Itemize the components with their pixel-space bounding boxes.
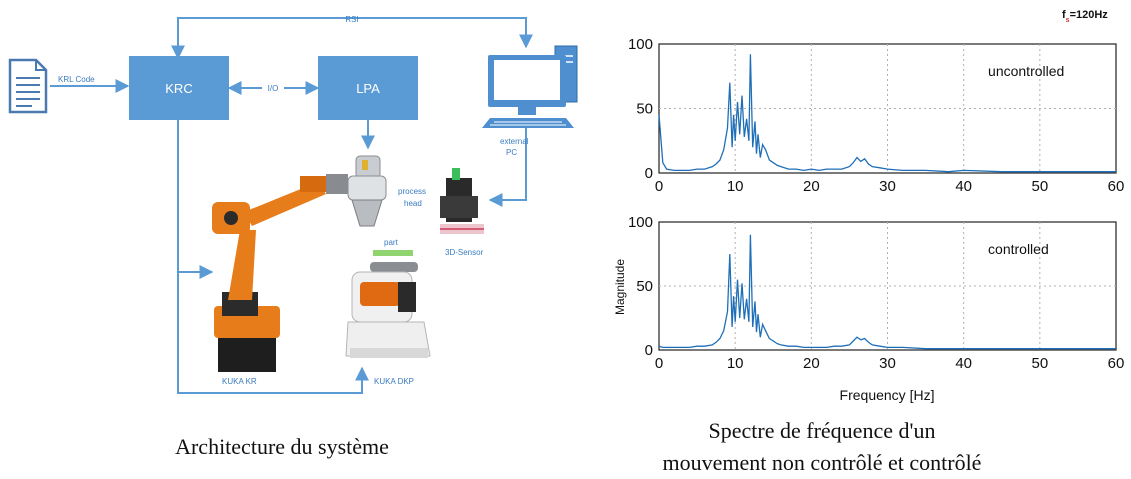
krc-label: KRC <box>165 81 192 96</box>
x-tick-label: 20 <box>803 178 820 195</box>
krc-to-robots-link <box>177 120 369 394</box>
x-tick-label: 20 <box>803 355 820 372</box>
x-tick-label: 40 <box>955 355 972 372</box>
architecture-diagram: RSI KRL Code I/O KRC LPA <box>8 15 578 459</box>
spectrum-line-controlled <box>658 234 1116 350</box>
krc-box <box>129 56 229 120</box>
y-tick-label: 100 <box>628 214 653 231</box>
sensor-image <box>440 168 484 234</box>
y-tick-label: 100 <box>628 36 653 53</box>
x-tick-label: 60 <box>1108 355 1125 372</box>
lpa-box <box>318 56 418 120</box>
document-icon <box>8 58 48 114</box>
y-tick-label: 0 <box>645 165 653 182</box>
annotation-controlled: controlled <box>988 241 1049 257</box>
kuka-dkp-image <box>345 262 431 358</box>
spectrum-caption-line1: Spectre de fréquence d'un <box>709 418 936 443</box>
kuka-kr-robot-image <box>212 174 348 372</box>
spectrum-line-uncontrolled <box>658 54 1116 173</box>
external-pc-label: external PC <box>500 137 531 157</box>
x-tick-label: 0 <box>655 178 663 195</box>
x-tick-label: 50 <box>1031 355 1048 372</box>
process-head-image <box>347 155 387 227</box>
y-axis-label: Magnitude <box>613 259 627 315</box>
external-pc-line2: PC <box>506 148 517 157</box>
part-label: part <box>384 238 399 247</box>
spectrum-caption-line2: mouvement non contrôlé et contrôlé <box>663 450 982 475</box>
x-tick-label: 60 <box>1108 178 1125 195</box>
kuka-kr-label: KUKA KR <box>222 377 257 386</box>
x-tick-label: 50 <box>1031 178 1048 195</box>
y-tick-label: 50 <box>636 278 653 295</box>
annotation-uncontrolled: uncontrolled <box>988 63 1064 79</box>
krl-code-label: KRL Code <box>58 75 95 84</box>
x-tick-label: 10 <box>727 178 744 195</box>
y-tick-label: 0 <box>645 342 653 359</box>
spectrum-plot-uncontrolled: 0 10 20 30 40 50 60 0 50 100 uncontrolled <box>628 36 1124 195</box>
x-axis-label: Frequency [Hz] <box>840 387 935 403</box>
io-label: I/O <box>268 84 279 93</box>
x-tick-label: 0 <box>655 355 663 372</box>
pc-to-sensor-link <box>488 128 527 207</box>
x-tick-label: 10 <box>727 355 744 372</box>
computer-icon <box>482 45 578 128</box>
sampling-frequency-label: fs=120Hz <box>1062 9 1108 24</box>
sensor-label: 3D-Sensor <box>445 248 484 257</box>
y-tick-label: 50 <box>636 101 653 118</box>
rsi-label: RSI <box>345 15 358 24</box>
part-image <box>373 250 413 256</box>
lpa-label: LPA <box>356 81 380 96</box>
connection-lines <box>50 17 533 394</box>
kuka-dkp-label: KUKA DKP <box>374 377 414 386</box>
spectrum-plot-controlled: 0 10 20 30 40 50 60 0 50 100 controlled <box>628 214 1124 372</box>
x-tick-label: 30 <box>879 178 896 195</box>
external-pc-line1: external <box>500 137 529 146</box>
rsi-link <box>171 17 533 60</box>
x-tick-label: 30 <box>879 355 896 372</box>
x-tick-label: 40 <box>955 178 972 195</box>
architecture-caption: Architecture du système <box>175 434 389 459</box>
process-head-label: process head <box>398 187 428 208</box>
